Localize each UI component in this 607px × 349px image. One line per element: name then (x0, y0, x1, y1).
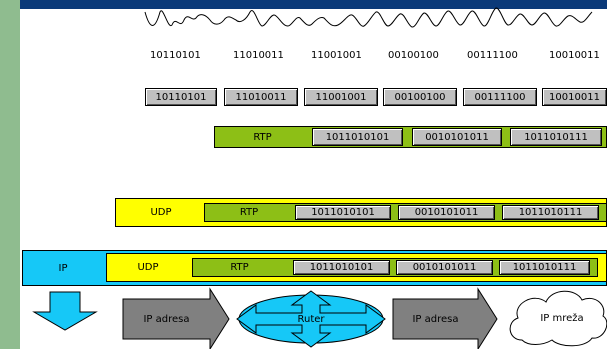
bits-box-1: 10110101 (145, 88, 217, 106)
right-ip-label: IP adresa (412, 313, 459, 325)
bits-text-5: 00111100 (467, 50, 518, 61)
udp-rtp-label: RTP (239, 207, 259, 218)
udp-payload-1: 1011010101 (295, 205, 391, 220)
bits-box-6: 10010011 (542, 88, 607, 106)
sidebar-strip (0, 0, 20, 349)
router-label: Ruter (297, 313, 325, 325)
ip-payload-1: 1011010101 (293, 260, 390, 275)
udp-payload-3: 1011010111 (502, 205, 599, 220)
udp-label: UDP (150, 207, 172, 218)
rtp-label: RTP (253, 131, 272, 143)
bits-text-4: 00100100 (388, 50, 439, 61)
bits-text-6: 10010011 (549, 50, 600, 61)
bits-text-1: 10110101 (150, 50, 201, 61)
udp-payload-2: 0010101011 (398, 205, 495, 220)
ip-label: IP (58, 262, 68, 274)
left-ip-label: IP adresa (143, 313, 190, 325)
bits-box-3: 11001001 (304, 88, 378, 106)
rtp-payload-2: 0010101011 (412, 128, 502, 146)
bits-text-3: 11001001 (311, 50, 362, 61)
rtp-payload-1: 1011010101 (312, 128, 403, 146)
ip-udp-label: UDP (137, 262, 159, 273)
ip-payload-2: 0010101011 (396, 260, 493, 275)
ip-rtp-label: RTP (230, 262, 249, 273)
rtp-payload-3: 1011010111 (510, 128, 602, 146)
bits-box-5: 00111100 (463, 88, 537, 106)
analog-waveform (144, 7, 593, 28)
cloud-label: IP mreža (540, 312, 584, 324)
bits-text-2: 11010011 (233, 50, 284, 61)
header-bar (0, 0, 607, 9)
ip-payload-3: 1011010111 (499, 260, 590, 275)
bits-box-4: 00100100 (383, 88, 457, 106)
bits-box-2: 11010011 (224, 88, 298, 106)
